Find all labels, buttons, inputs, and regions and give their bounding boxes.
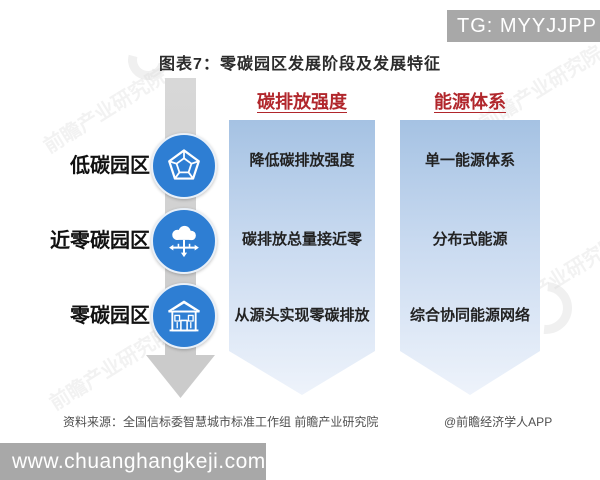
gem-pentagon-icon bbox=[151, 133, 217, 199]
tg-contact-badge: TG: MYYJJPP bbox=[447, 10, 600, 42]
carbon-intensity-banner bbox=[229, 120, 375, 395]
factory-building-icon bbox=[151, 283, 217, 349]
column-header-carbon-intensity: 碳排放强度 bbox=[257, 92, 347, 112]
watermark-text: 前瞻产业研究院 bbox=[40, 65, 171, 159]
publisher-credit: @前瞻经济学人APP bbox=[444, 415, 553, 429]
cloud-distribution-icon bbox=[151, 208, 217, 274]
data-source-note: 资料来源：全国信标委智慧城市标准工作组 前瞻产业研究院 bbox=[63, 415, 379, 429]
carbon-intensity-row-zero: 从源头实现零碳排放 bbox=[234, 307, 370, 324]
bottom-url-bar: www.chuanghangkeji.com bbox=[0, 443, 266, 480]
carbon-intensity-row-low: 降低碳排放强度 bbox=[249, 152, 355, 169]
stage-label-low-carbon: 低碳园区 bbox=[70, 155, 150, 177]
energy-system-row-low: 单一能源体系 bbox=[424, 152, 515, 169]
website-url: www.chuanghangkeji.com bbox=[12, 450, 266, 473]
column-header-energy-system: 能源体系 bbox=[434, 92, 506, 112]
timeline-arrow-head bbox=[146, 355, 215, 398]
stage-label-near-zero-carbon: 近零碳园区 bbox=[50, 230, 150, 252]
energy-system-row-zero: 综合协同能源网络 bbox=[409, 307, 530, 324]
stage-label-zero-carbon: 零碳园区 bbox=[70, 305, 150, 327]
energy-system-row-near-zero: 分布式能源 bbox=[432, 231, 508, 248]
figure-title: 图表7：零碳园区发展阶段及发展特征 bbox=[159, 56, 441, 73]
carbon-intensity-row-near-zero: 碳排放总量接近零 bbox=[241, 231, 362, 248]
energy-system-banner bbox=[400, 120, 540, 395]
